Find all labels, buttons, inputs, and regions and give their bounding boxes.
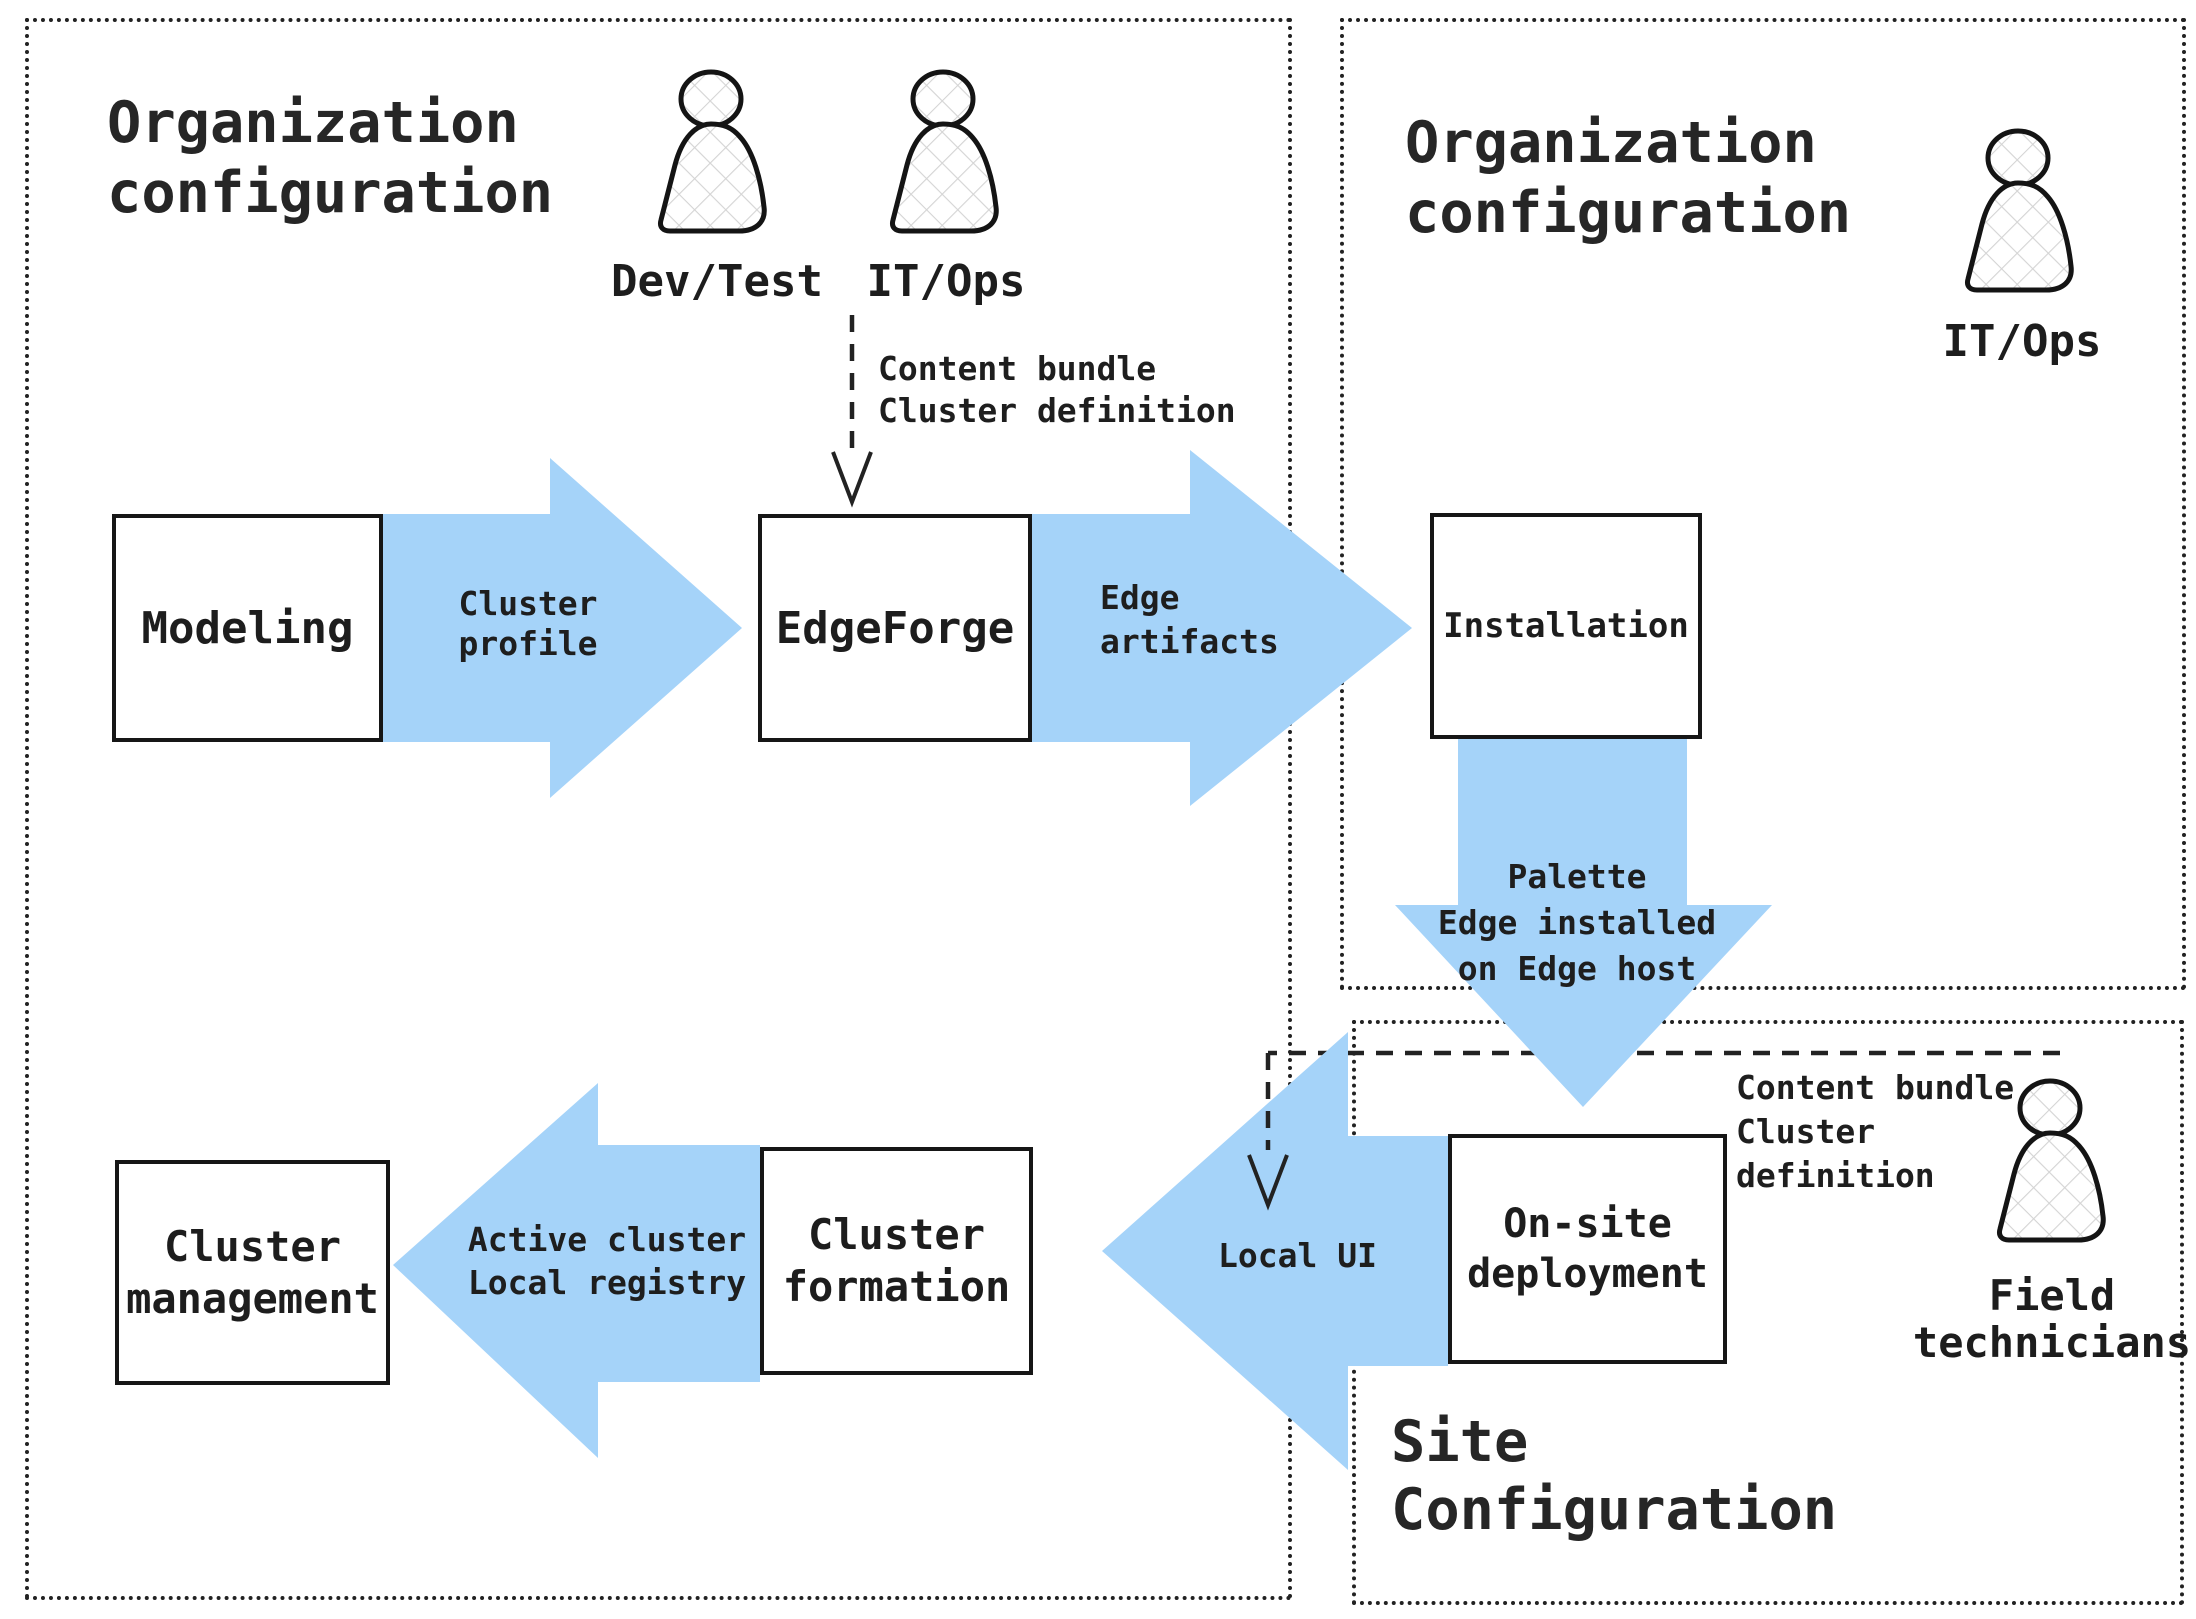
open-arrowhead-local-ui (1247, 1154, 1289, 1211)
actor-label-it-ops-right: IT/Ops (1942, 316, 2102, 367)
flow-label-palette-edge-installed: Palette Edge installed on Edge host (1437, 857, 1717, 988)
node-edgeforge: EdgeForge (758, 514, 1032, 742)
arrow-edge-artifacts (1032, 450, 1412, 806)
node-cluster-management-label: Cluster management (126, 1221, 379, 1323)
node-installation: Installation (1430, 513, 1702, 739)
person-icon-it-ops-right (1965, 128, 2074, 293)
arrow-active-cluster (393, 1083, 760, 1458)
node-onsite-deployment-label: On-site deployment (1467, 1201, 1708, 1297)
site-configuration-title: Site Configuration (1391, 1409, 1838, 1543)
org-configuration-region-right (1340, 18, 2186, 990)
node-cluster-formation: Cluster formation (760, 1147, 1033, 1375)
flow-label-edge-artifacts: Edge artifacts (1100, 578, 1279, 661)
org-configuration-region-left (25, 18, 1292, 1600)
node-edgeforge-label: EdgeForge (775, 602, 1015, 654)
flow-label-local-ui: Local UI (1218, 1236, 1377, 1275)
org-configuration-title-left: Organization configuration (107, 90, 554, 226)
open-arrowhead-content-bundle (831, 451, 873, 508)
flow-label-active-cluster-local-registry: Active cluster Local registry (467, 1220, 747, 1302)
node-modeling-label: Modeling (141, 602, 354, 654)
actor-label-field-technicians: Field technicians (1912, 1271, 2192, 1367)
node-installation-label: Installation (1443, 606, 1689, 646)
node-modeling: Modeling (112, 514, 383, 742)
person-icon-field-technicians (1997, 1078, 2106, 1243)
flow-label-cluster-profile: Cluster profile (458, 584, 598, 663)
actor-label-dev-test: Dev/Test (611, 256, 823, 307)
arrow-cluster-profile (383, 458, 742, 798)
arrow-local-ui (1102, 1032, 1448, 1470)
person-icon-dev-test (658, 69, 767, 234)
node-cluster-management: Cluster management (115, 1160, 390, 1385)
node-cluster-formation-label: Cluster formation (782, 1210, 1011, 1311)
org-configuration-title-right: Organization configuration (1405, 110, 1852, 246)
actor-label-it-ops-left: IT/Ops (866, 256, 1026, 307)
person-icon-it-ops-left (890, 69, 999, 234)
annotation-content-bundle-cluster-definition-top: Content bundle Cluster definition (878, 349, 1236, 430)
annotation-content-bundle-cluster-definition-site: Content bundle Cluster definition (1736, 1068, 2015, 1195)
arrow-palette-edge-installed (1395, 739, 1772, 1107)
node-onsite-deployment: On-site deployment (1448, 1134, 1727, 1364)
